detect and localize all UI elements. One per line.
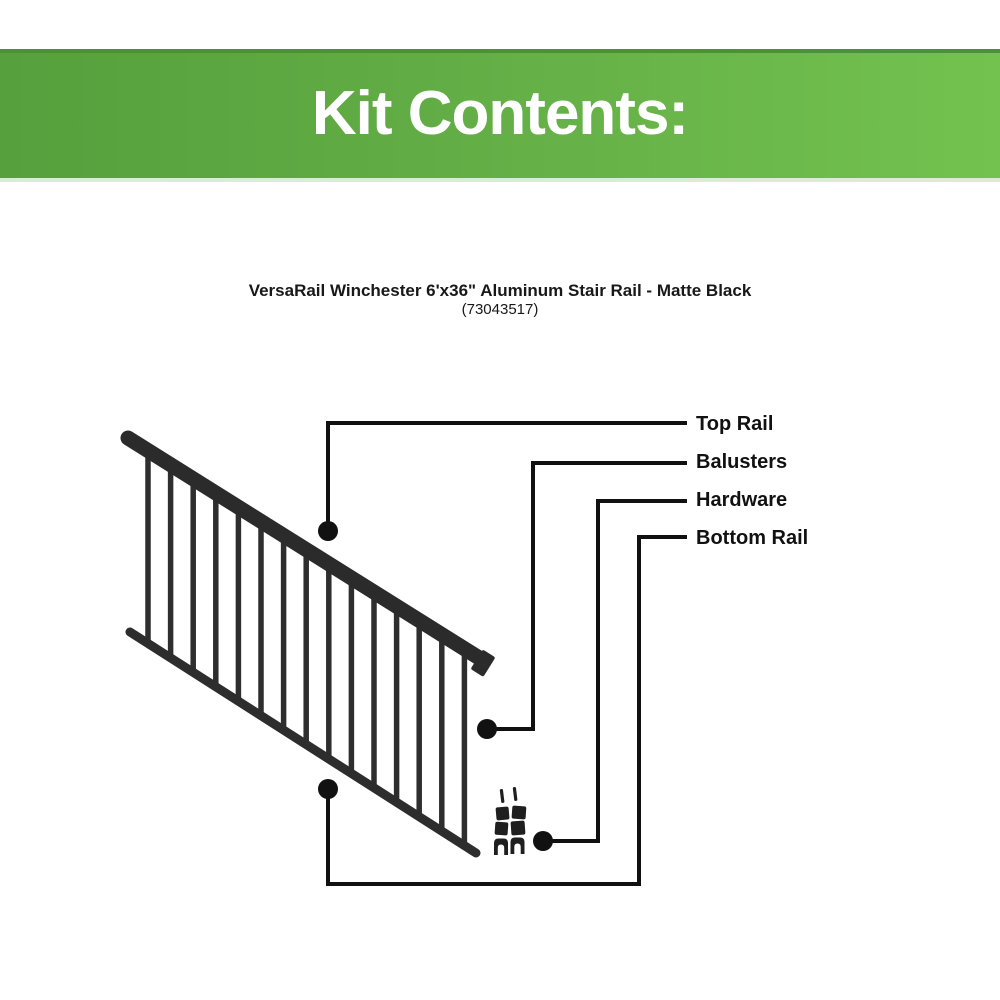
callout-dot-top-rail bbox=[318, 521, 338, 541]
hardware-icon bbox=[494, 786, 527, 855]
callout-line-balusters bbox=[487, 461, 687, 731]
product-heading: VersaRail Winchester 6'x36" Aluminum Sta… bbox=[0, 281, 1000, 319]
railing-illustration bbox=[120, 430, 495, 858]
balusters-graphic bbox=[145, 452, 468, 846]
callout-line-hardware bbox=[543, 499, 687, 843]
callout-dot-balusters bbox=[477, 719, 497, 739]
callout-label-balusters: Balusters bbox=[696, 451, 788, 473]
kit-contents-banner: Kit Contents: bbox=[0, 49, 1000, 182]
top-rail-end-cap bbox=[471, 650, 495, 677]
callout-dots bbox=[318, 521, 553, 851]
callout-label-top-rail: Top Rail bbox=[696, 413, 774, 435]
top-rail-graphic bbox=[120, 430, 492, 669]
callout-line-top-rail bbox=[326, 421, 687, 531]
callout-dot-bottom-rail bbox=[318, 779, 338, 799]
callout-lines bbox=[326, 421, 687, 886]
callout-label-bottom-rail: Bottom Rail bbox=[696, 527, 809, 549]
bottom-rail-graphic bbox=[125, 627, 481, 858]
product-name: VersaRail Winchester 6'x36" Aluminum Sta… bbox=[248, 281, 752, 300]
callout-dot-hardware bbox=[533, 831, 553, 851]
banner-title: Kit Contents: bbox=[311, 78, 689, 148]
callout-line-bottom-rail bbox=[326, 535, 687, 886]
product-sku: (73043517) bbox=[461, 301, 539, 318]
callout-label-hardware: Hardware bbox=[696, 489, 788, 511]
